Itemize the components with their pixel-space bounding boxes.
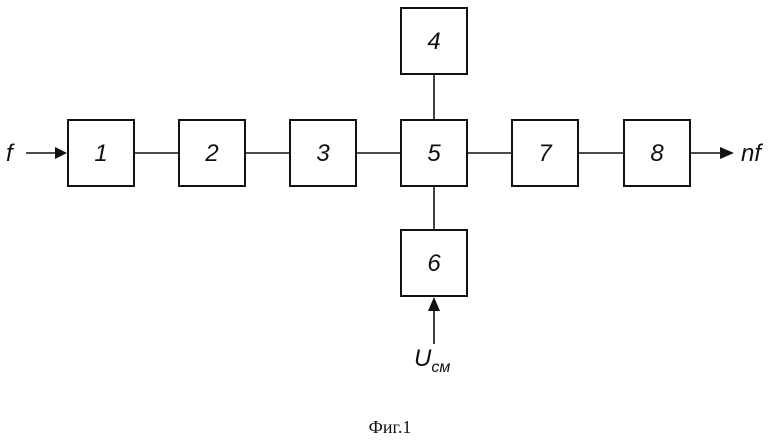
- block-4: 4: [401, 8, 467, 74]
- block-1: 1: [68, 120, 134, 186]
- input-arrowhead: [55, 147, 67, 159]
- bias-voltage-subscript: см: [431, 359, 450, 376]
- block-7-label: 7: [538, 140, 553, 167]
- output-arrowhead: [720, 147, 734, 159]
- block-6: 6: [401, 230, 467, 296]
- block-2: 2: [179, 120, 245, 186]
- block-3-label: 3: [316, 140, 330, 167]
- bias-voltage-label: Uсм: [414, 345, 450, 376]
- bias-arrowhead: [428, 297, 440, 311]
- block-5: 5: [401, 120, 467, 186]
- bias-voltage-symbol: U: [414, 345, 432, 372]
- block-8: 8: [624, 120, 690, 186]
- input-signal-label: f: [6, 140, 15, 167]
- figure-caption: Фиг.1: [369, 417, 412, 437]
- block-7: 7: [512, 120, 578, 186]
- block-2-label: 2: [204, 140, 218, 167]
- output-signal-label: nf: [741, 140, 763, 167]
- block-4-label: 4: [427, 28, 440, 55]
- block-5-label: 5: [427, 140, 441, 167]
- block-3: 3: [290, 120, 356, 186]
- block-8-label: 8: [650, 140, 664, 167]
- block-6-label: 6: [427, 250, 441, 277]
- connections: [26, 74, 734, 344]
- block-1-label: 1: [94, 140, 107, 167]
